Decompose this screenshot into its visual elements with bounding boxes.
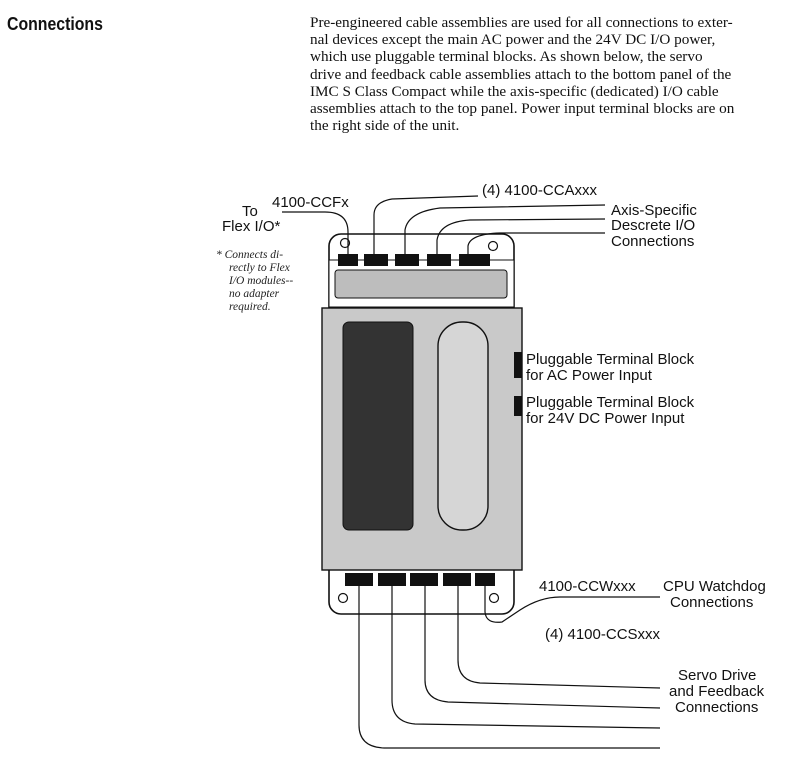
top-connector	[427, 254, 451, 266]
bottom-connectors	[345, 573, 495, 586]
watchdog-label-line: Connections	[670, 594, 753, 611]
bottom-connector	[378, 573, 406, 586]
servo-cable	[457, 586, 661, 689]
dc-terminal-block	[514, 396, 522, 416]
footnote-line: no adapter	[229, 288, 280, 300]
servo-cable	[424, 586, 661, 709]
top-cable	[467, 232, 605, 254]
body-paragraph: Pre-engineered cable assemblies are used…	[310, 14, 788, 134]
axis-label-line: Connections	[611, 233, 694, 250]
bottom-connector	[475, 573, 495, 586]
axis-label-line: Descrete I/O	[611, 217, 695, 234]
dc-label-line: for 24V DC Power Input	[526, 410, 685, 427]
top-label-strip	[334, 269, 508, 299]
watchdog-cable	[484, 586, 660, 623]
flex-io-label: Flex I/O*	[222, 218, 281, 235]
bottom-connector	[410, 573, 438, 586]
flex-part-label: 4100-CCFx	[272, 194, 349, 211]
imc-module	[321, 233, 523, 615]
bottom-connector	[345, 573, 373, 586]
footnote-line: I/O modules--	[228, 275, 293, 287]
ac-label-line: for AC Power Input	[526, 367, 653, 384]
dc-label-line: Pluggable Terminal Block	[526, 394, 695, 411]
top-cable	[436, 218, 606, 254]
status-panel	[437, 321, 489, 531]
ccs-part-label: (4) 4100-CCSxxx	[545, 626, 661, 643]
servo-cable	[391, 586, 661, 729]
top-connector	[395, 254, 419, 266]
flex-cable	[282, 211, 349, 254]
ac-terminal-block	[514, 352, 522, 378]
ccw-part-label: 4100-CCWxxx	[539, 578, 636, 595]
top-cable	[404, 204, 606, 254]
footnote-line: rectly to Flex	[229, 262, 291, 274]
paragraph-line: Pre-engineered cable assemblies are used…	[310, 14, 733, 31]
paragraph-line: IMC S Class Compact while the axis-speci…	[310, 82, 719, 100]
servo-cable	[358, 586, 660, 749]
to-label: To	[242, 203, 258, 220]
top-connector	[459, 254, 490, 266]
ac-label-line: Pluggable Terminal Block	[526, 351, 695, 368]
paragraph-line: nal devices except the main AC power and…	[310, 31, 716, 49]
paragraph-line: drive and feedback cable assemblies atta…	[310, 65, 732, 83]
mounting-hole	[488, 592, 500, 604]
watchdog-label-line: CPU Watchdog	[663, 578, 766, 595]
servo-label-line: Connections	[675, 699, 758, 716]
servo-label-line: Servo Drive	[678, 667, 756, 684]
paragraph-line: which use pluggable terminal blocks. As …	[310, 48, 703, 66]
servo-label-line: and Feedback	[669, 683, 765, 700]
mounting-hole	[339, 237, 351, 249]
top-connectors	[338, 254, 490, 266]
bottom-cables	[358, 586, 661, 749]
cca-part-label: (4) 4100-CCAxxx	[482, 182, 598, 199]
top-cables	[282, 195, 606, 254]
mounting-hole	[487, 240, 499, 252]
bottom-connector	[443, 573, 471, 586]
section-title: Connections	[7, 14, 103, 34]
display-window	[342, 321, 414, 531]
top-cable	[373, 195, 479, 254]
paragraph-line: assemblies attach to the top panel. Powe…	[310, 100, 735, 118]
axis-label-line: Axis-Specific	[611, 202, 697, 219]
top-connector	[338, 254, 358, 266]
mounting-hole	[337, 592, 349, 604]
footnote-line: * Connects di-	[216, 249, 283, 261]
footnote-line: required.	[229, 301, 271, 313]
paragraph-line: the right side of the unit.	[310, 117, 460, 135]
top-connector	[364, 254, 388, 266]
